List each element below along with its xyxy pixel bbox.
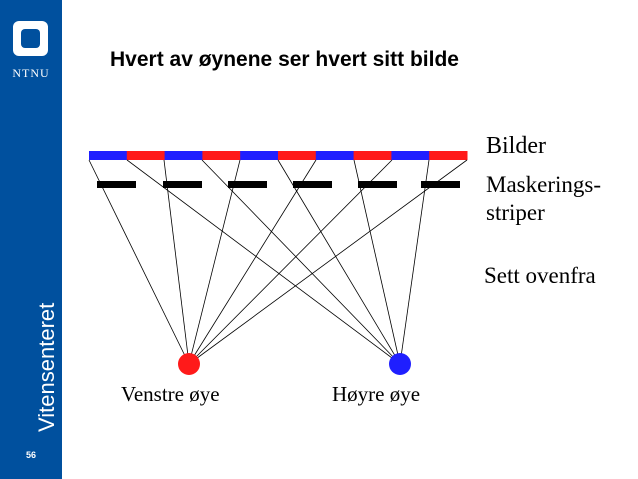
page-number: 56 <box>25 450 36 460</box>
image-stripe <box>202 151 241 160</box>
image-stripe <box>315 151 355 160</box>
image-stripe <box>278 151 317 160</box>
mask-stripe <box>163 181 202 188</box>
label-right-eye: Høyre øye <box>332 382 421 406</box>
sidebar: NTNU Vitensenteret 56 <box>0 0 62 479</box>
sight-line <box>188 159 468 365</box>
label-images: Bilder <box>486 133 546 159</box>
image-stripe <box>240 151 279 160</box>
logo-text: NTNU <box>12 66 50 80</box>
label-view: Sett ovenfra <box>484 263 596 288</box>
mask-stripe <box>293 181 332 188</box>
sight-line <box>163 159 190 365</box>
sight-line <box>353 159 401 365</box>
slide-title: Hvert av øynene ser hvert sitt bilde <box>110 48 459 71</box>
image-stripe <box>429 151 468 160</box>
sight-line <box>201 159 401 365</box>
mask-stripe <box>421 181 460 188</box>
sight-line <box>188 159 317 365</box>
sight-line <box>88 159 190 365</box>
right-eye-dot <box>389 353 411 375</box>
mask-stripe <box>358 181 397 188</box>
sight-line <box>277 159 401 365</box>
sight-line <box>126 159 401 365</box>
ntnu-logo-icon <box>13 21 48 56</box>
image-stripe <box>126 151 166 160</box>
label-mask-stripes: Maskerings- striper <box>486 171 601 227</box>
mask-stripe <box>97 181 136 188</box>
label-mask-line2: striper <box>486 200 545 225</box>
sight-line <box>399 159 430 365</box>
image-stripe <box>89 151 128 160</box>
label-left-eye: Venstre øye <box>121 382 220 406</box>
image-stripe <box>164 151 203 160</box>
left-eye-dot <box>178 353 200 375</box>
sight-line <box>188 159 241 365</box>
label-mask-line1: Maskerings- <box>486 172 601 197</box>
sight-line <box>188 159 393 365</box>
image-stripe <box>391 151 430 160</box>
mask-stripe <box>228 181 267 188</box>
image-stripe <box>353 151 392 160</box>
